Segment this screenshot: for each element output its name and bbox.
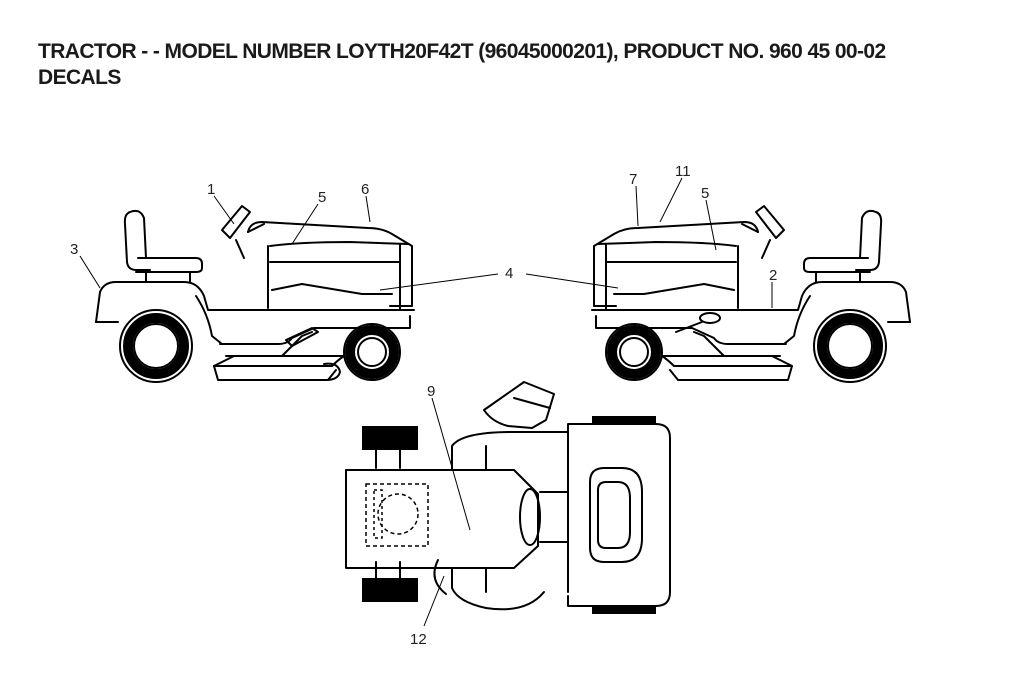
page-subtitle: DECALS (38, 66, 121, 89)
rear-wheel-icon (119, 309, 193, 383)
tractor-left-side-view (95, 205, 415, 383)
callout-5-left: 5 (318, 189, 326, 206)
callout-11: 11 (675, 163, 691, 180)
tractor-top-view (345, 381, 671, 614)
callout-3: 3 (70, 241, 78, 258)
tractor-right-side-view (591, 205, 911, 383)
callout-9: 9 (427, 383, 435, 400)
callout-1: 1 (207, 181, 215, 198)
leader-lines (79, 177, 773, 627)
callout-2: 2 (769, 267, 777, 284)
front-left-wheel-icon (362, 426, 418, 450)
callout-5-right: 5 (701, 185, 709, 202)
callout-7: 7 (629, 171, 637, 188)
callout-12: 12 (410, 631, 427, 648)
front-right-wheel-icon (362, 578, 418, 602)
callout-4: 4 (505, 265, 513, 282)
page-title: TRACTOR - - MODEL NUMBER LOYTH20F42T (96… (38, 40, 886, 63)
callout-6: 6 (361, 181, 369, 198)
front-wheel-icon (343, 323, 401, 381)
